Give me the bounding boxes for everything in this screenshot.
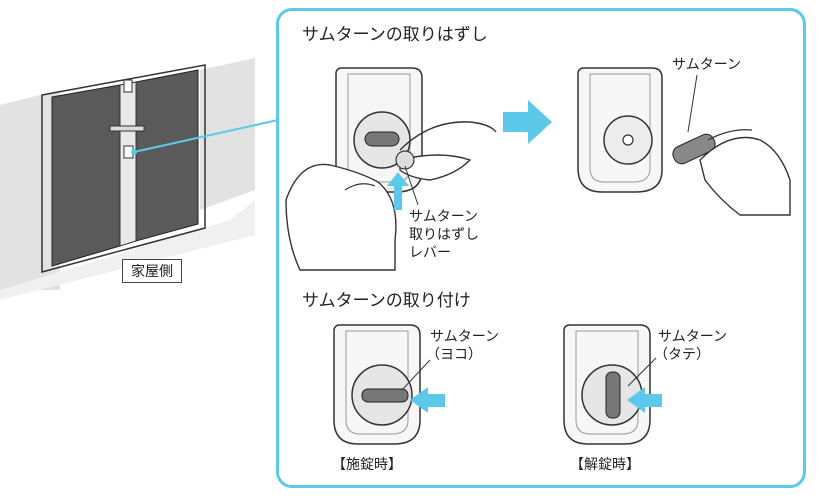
upper-lock: [123, 79, 133, 93]
callout-line: [133, 119, 279, 153]
wall-left: [0, 90, 60, 290]
locked-label-line-1: サムターン: [430, 329, 500, 345]
thumbturn-label: サムターン: [672, 57, 742, 73]
unlocked-label-line-2: （タテ）: [654, 347, 710, 363]
floor: [0, 200, 255, 300]
lever-label-line-1: サムターン: [409, 209, 479, 225]
lock-body-removed: [577, 67, 663, 193]
attach-title: サムターンの取り付け: [302, 291, 471, 311]
house-side-label: 家屋側: [122, 259, 182, 283]
callout-dot: [131, 149, 137, 155]
lever-label-line-3: レバー: [409, 245, 451, 261]
locked-caption: 【施錠時】: [332, 457, 402, 473]
thumbturn-in-hand: [672, 129, 791, 216]
release-lever: [395, 150, 415, 170]
left-arrow-unlocked: [627, 387, 662, 413]
lever-leader: [404, 165, 419, 206]
unlocked-caption: 【解錠時】: [570, 457, 640, 473]
thumbturn-leader: [687, 74, 698, 133]
unlocked-leader: [627, 357, 657, 387]
unlocked-label-line-1: サムターン: [658, 329, 728, 345]
lock-body-unlocked: [563, 324, 651, 445]
up-arrow: [387, 172, 409, 210]
lock-body-locked: [333, 324, 421, 445]
left-arrow-locked: [410, 387, 445, 413]
wall-right: [200, 58, 255, 210]
right-arrow: [503, 100, 552, 144]
handle-bar: [109, 125, 145, 132]
lever-label-line-2: 取りはずし: [409, 227, 479, 243]
hand-removal: [285, 121, 497, 271]
door-frame: [41, 64, 206, 273]
removal-title: サムターンの取りはずし: [302, 25, 488, 45]
locked-label-line-2: （ヨコ）: [426, 347, 482, 363]
locked-leader: [401, 359, 431, 391]
